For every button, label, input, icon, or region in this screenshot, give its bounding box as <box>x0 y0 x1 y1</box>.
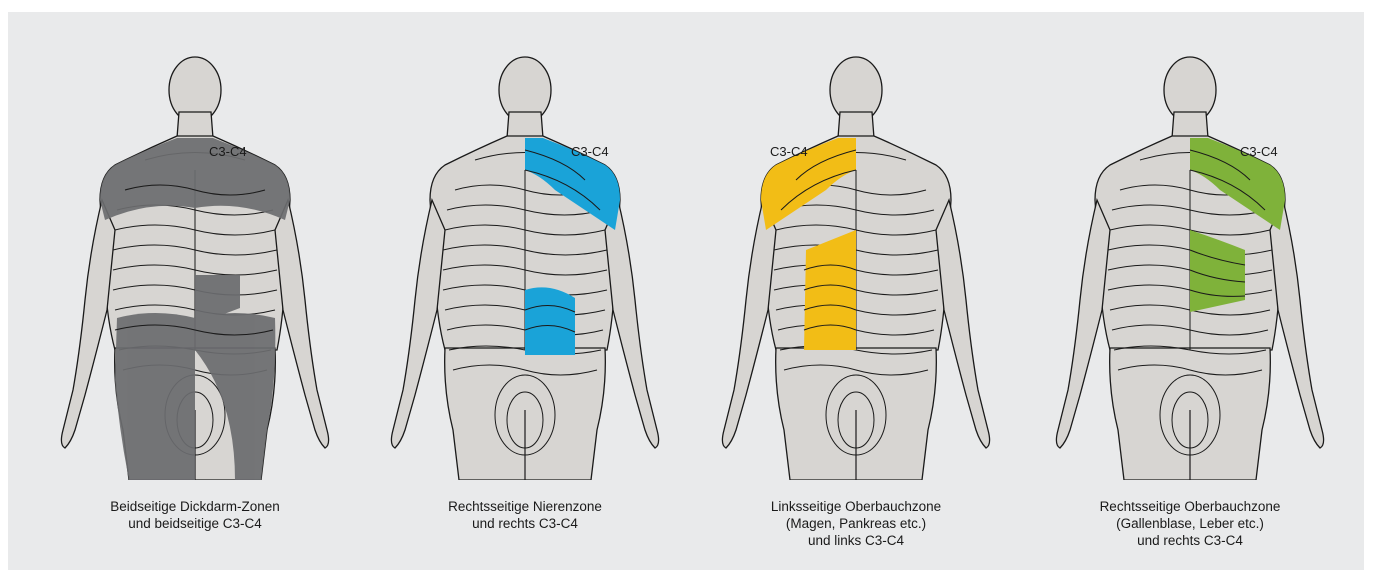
body-back-illustration <box>706 50 1006 480</box>
body-back-illustration <box>1040 50 1340 480</box>
caption-figure-4: Rechtsseitige Oberbauchzone (Gallenblase… <box>1040 498 1340 549</box>
caption-figure-2: Rechtsseitige Nierenzone und rechts C3-C… <box>375 498 675 532</box>
figure-upper-abdomen-right: C3-C4 <box>1040 50 1340 480</box>
caption-line: Linksseitige Oberbauchzone <box>706 498 1006 515</box>
caption-figure-1: Beidseitige Dickdarm-Zonen und beidseiti… <box>45 498 345 532</box>
figure-upper-abdomen-left: C3-C4 <box>706 50 1006 480</box>
figure-kidney-zone: C3-C4 <box>375 50 675 480</box>
caption-line: und links C3-C4 <box>706 532 1006 549</box>
caption-line: Beidseitige Dickdarm-Zonen <box>45 498 345 515</box>
caption-line: (Gallenblase, Leber etc.) <box>1040 515 1340 532</box>
caption-line: und rechts C3-C4 <box>375 515 675 532</box>
caption-line: und beidseitige C3-C4 <box>45 515 345 532</box>
zone-label-c3-c4: C3-C4 <box>209 144 247 159</box>
caption-line: Rechtsseitige Oberbauchzone <box>1040 498 1340 515</box>
zone-label-c3-c4: C3-C4 <box>1240 144 1278 159</box>
caption-line: und rechts C3-C4 <box>1040 532 1340 549</box>
caption-figure-3: Linksseitige Oberbauchzone (Magen, Pankr… <box>706 498 1006 549</box>
body-back-illustration <box>45 50 345 480</box>
caption-line: Rechtsseitige Nierenzone <box>375 498 675 515</box>
zone-label-c3-c4: C3-C4 <box>571 144 609 159</box>
figure-colon-zones: C3-C4 <box>45 50 345 480</box>
zone-label-c3-c4: C3-C4 <box>770 144 808 159</box>
body-back-illustration <box>375 50 675 480</box>
caption-line: (Magen, Pankreas etc.) <box>706 515 1006 532</box>
